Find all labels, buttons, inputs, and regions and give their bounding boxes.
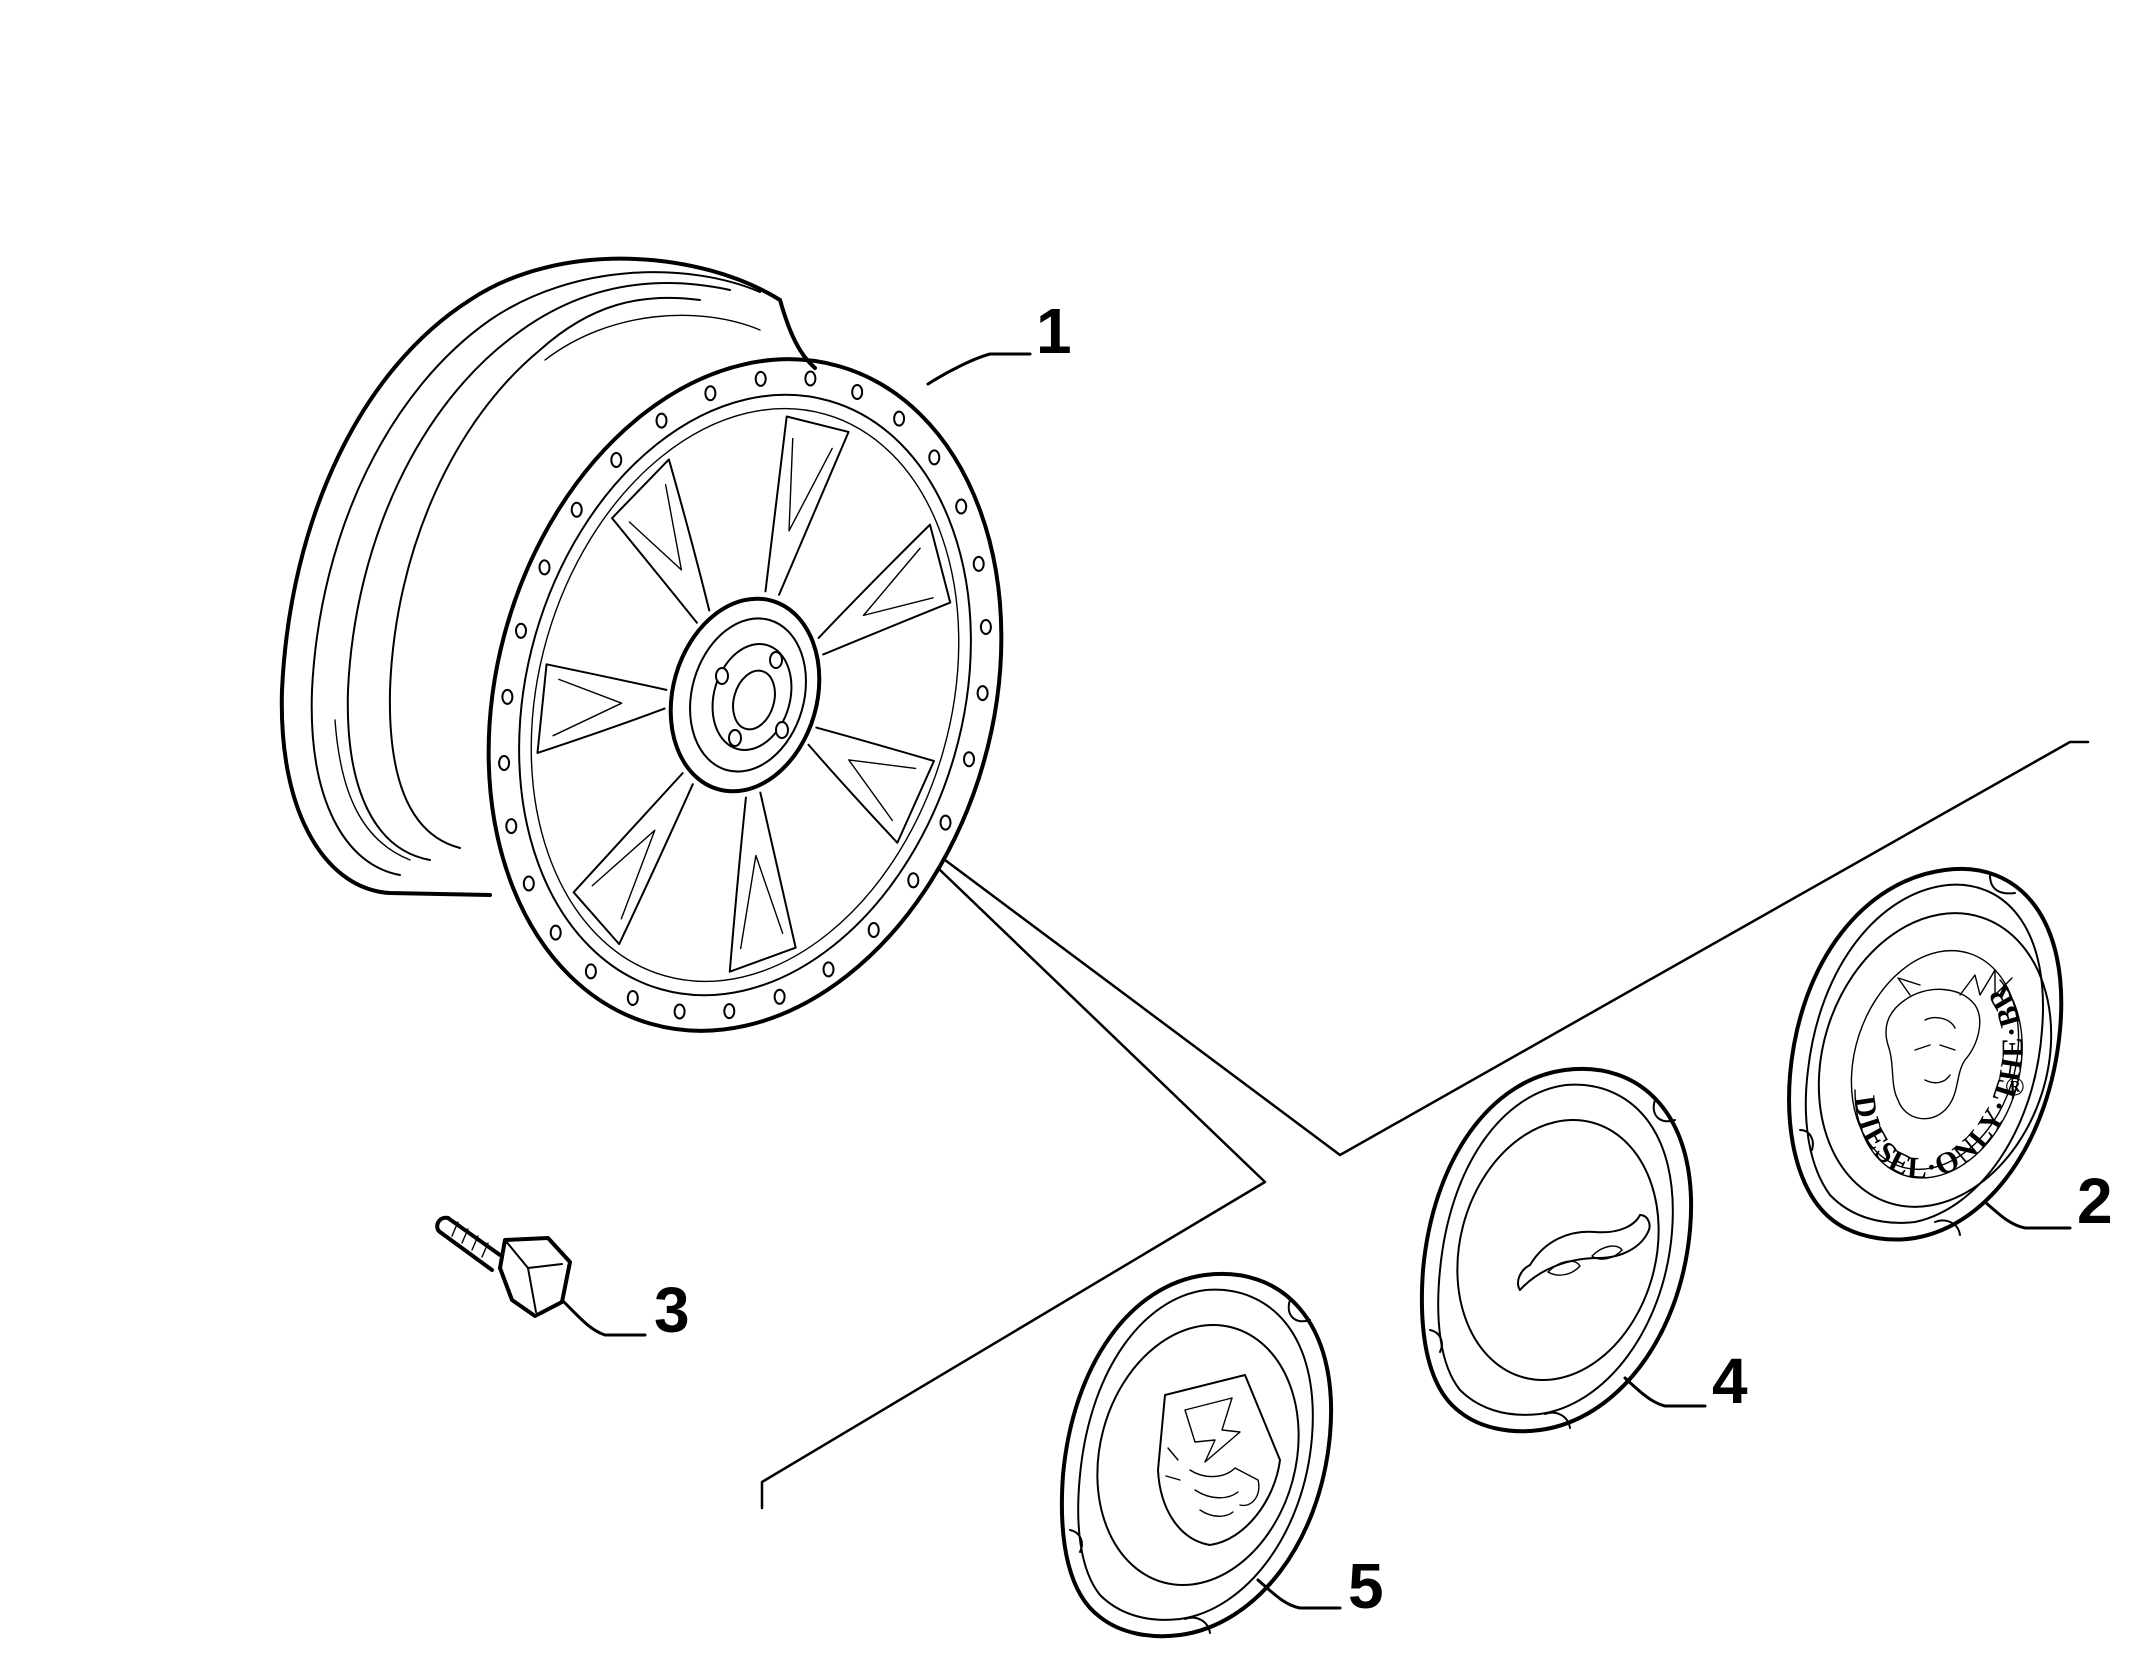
rim-hole: [498, 755, 511, 771]
rim-spoke: [817, 523, 952, 656]
rim-hole: [979, 619, 992, 635]
rim-spoke-detail: [628, 484, 683, 571]
abarth-scorpion-hubcap-icon: [1059, 1271, 1342, 1639]
rim-hole: [976, 685, 989, 702]
rim-bolt-holes: [498, 370, 992, 1020]
rim-hole: [773, 988, 786, 1005]
callout-1: 1: [1036, 295, 1072, 367]
rim-hole: [549, 924, 562, 941]
rim-spoke-detail: [848, 759, 917, 822]
rim-hole: [804, 370, 817, 387]
rim-hole: [851, 384, 864, 400]
rim-spoke-detail: [552, 678, 623, 737]
rim-hole: [505, 818, 518, 835]
rim-spoke-detail: [591, 829, 656, 920]
rim-hole: [655, 412, 668, 429]
rim-spoke: [728, 791, 797, 973]
assembly-lines: [760, 352, 2090, 1510]
rim-hole: [893, 410, 906, 427]
rim-hole: [501, 688, 514, 705]
rim-hole: [626, 990, 639, 1006]
rim-hole: [570, 501, 583, 518]
rim-spokes: [536, 415, 952, 973]
rim-hole: [754, 370, 767, 387]
fiat-500-hubcap-icon: [1419, 1066, 1707, 1434]
rim-hole: [972, 555, 985, 572]
callout-3: 3: [654, 1274, 690, 1346]
rim-hole: [538, 559, 551, 576]
wheel-bolt-icon: [435, 1215, 647, 1337]
rim-spoke: [807, 726, 935, 844]
rim-hole: [928, 449, 941, 466]
rim-hole: [822, 961, 835, 978]
callout-2: 2: [2077, 1165, 2113, 1237]
rim-spoke: [611, 458, 711, 624]
rim-spoke: [536, 663, 668, 754]
rim-hole: [955, 498, 968, 515]
rim-spoke: [572, 772, 694, 946]
rim-hole: [723, 1003, 736, 1020]
rim-spoke-detail: [788, 437, 833, 532]
callout-5: 5: [1348, 1550, 1384, 1622]
rim-hole: [867, 922, 880, 938]
wheel-rim-icon: [279, 256, 1004, 1033]
rim-hole: [515, 622, 527, 639]
rim-spoke-detail: [739, 854, 784, 950]
diesel-ring-text: DIESEL·ONLY·THE·BRAVE·DIESEL: [0, 0, 2027, 1186]
callout-4: 4: [1712, 1345, 1748, 1417]
rim-hole: [907, 872, 920, 889]
diesel-registered-mark: ®: [2005, 1072, 2024, 1101]
rim-hole: [610, 452, 623, 468]
rim-hole: [673, 1003, 686, 1020]
rim-spoke-detail: [862, 547, 934, 617]
rim-hole: [704, 385, 717, 402]
rim-hole: [584, 963, 597, 980]
rim-hole: [522, 875, 535, 892]
rim-hole: [939, 814, 952, 831]
diesel-hubcap-icon: DIESEL·ONLY·THE·BRAVE·DIESEL ®: [0, 0, 2072, 1242]
rim-spoke: [764, 415, 850, 596]
rim-hole: [963, 751, 975, 768]
